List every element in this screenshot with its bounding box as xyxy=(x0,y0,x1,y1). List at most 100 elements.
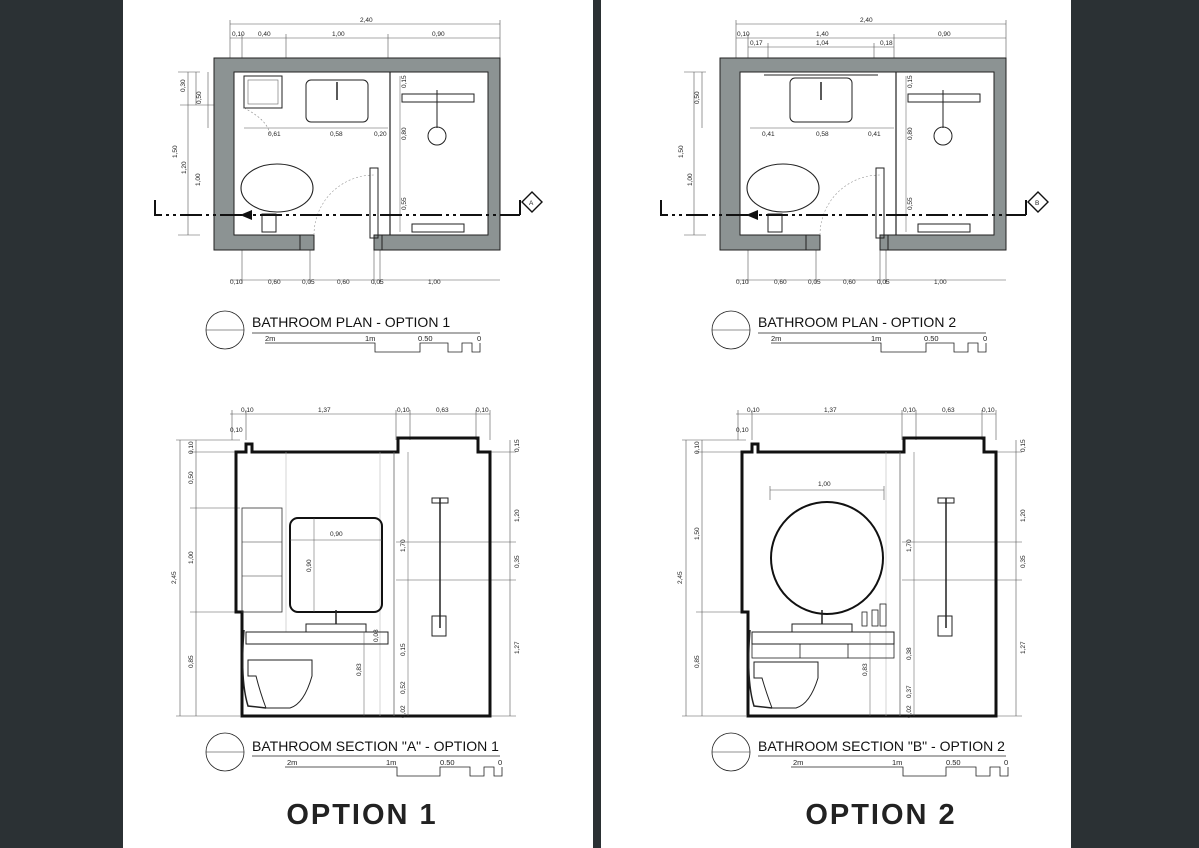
plan-dim-total: 2,40 xyxy=(860,17,873,24)
plan-dim-bottom: 0,60 xyxy=(268,279,281,286)
plan-dim-inner: 0,15 xyxy=(401,75,408,88)
section-dim-right: 0,15 xyxy=(1020,439,1027,452)
plan-dim-left: 1,50 xyxy=(172,145,179,158)
section-dim-left: 1,50 xyxy=(694,527,701,540)
section-title: BATHROOM SECTION "B" - OPTION 2 xyxy=(758,738,1005,754)
plan-dim-left: 0,50 xyxy=(196,91,203,104)
section-dim-left: 2,45 xyxy=(677,571,684,584)
section-dim-inner: 1,00 xyxy=(818,481,831,488)
section-dim-inner: 0,52 xyxy=(400,681,407,694)
plan-dim-bottom: 0,05 xyxy=(808,279,821,286)
scale-label: 1m xyxy=(892,758,902,767)
section-dim-top: 0,63 xyxy=(942,407,955,414)
plan-dim-inner: 0,15 xyxy=(907,75,914,88)
plan-drawing: 2,40 0,10 0,40 1,00 0,90 0,10 0,60 0,05 … xyxy=(154,17,543,286)
section-dim-inner: 0,02 xyxy=(400,705,407,718)
plan-dim-bottom: 0,60 xyxy=(774,279,787,286)
section-dim-top: 0,10 xyxy=(241,407,254,414)
plan-dim-left: 1,50 xyxy=(678,145,685,158)
scale-label: 0 xyxy=(498,758,502,767)
plan-dim-left: 1,00 xyxy=(195,173,202,186)
scale-label: 2m xyxy=(771,334,781,343)
section-dim-top: 0,10 xyxy=(747,407,760,414)
plan-dim-left: 1,20 xyxy=(181,161,188,174)
plan-dim-top: 1,40 xyxy=(816,31,829,38)
plan-dim-bottom: 0,05 xyxy=(877,279,890,286)
plan-dim-top: 0,10 xyxy=(232,31,245,38)
plan-dim-left: 0,30 xyxy=(180,79,187,92)
plan-dim-inner: 0,80 xyxy=(907,127,914,140)
section-dim-inner: 0,15 xyxy=(400,643,407,656)
scale-label: 0.50 xyxy=(924,334,939,343)
scale-label: 0 xyxy=(1004,758,1008,767)
section-dim-inner: 0,37 xyxy=(906,685,913,698)
section-title-block: BATHROOM SECTION "B" - OPTION 2 2m 1m 0.… xyxy=(711,732,1009,777)
section-dim-left: 0,10 xyxy=(230,427,243,434)
option-label: OPTION 2 xyxy=(805,799,956,831)
section-dim-inner: 1,70 xyxy=(906,539,913,552)
section-dim-inner: 0,90 xyxy=(306,559,313,572)
scale-label: 2m xyxy=(793,758,803,767)
plan-dim-left: 1,00 xyxy=(687,173,694,186)
plan-title: BATHROOM PLAN - OPTION 2 xyxy=(758,314,956,330)
plan-drawing: 2,40 0,10 1,40 0,90 0,17 1,04 0,18 0,10 … xyxy=(660,17,1049,286)
section-dim-right: 1,27 xyxy=(1020,641,1027,654)
plan-dim-top: 1,04 xyxy=(816,40,829,47)
plan-dim-top: 0,90 xyxy=(938,31,951,38)
section-dim-right: 1,20 xyxy=(514,509,521,522)
scale-label: 0 xyxy=(477,334,481,343)
plan-dim-bottom: 1,00 xyxy=(428,279,441,286)
plan-dim-inner: 0,61 xyxy=(268,131,281,138)
plan-dim-bottom: 0,10 xyxy=(736,279,749,286)
section-marker-icon xyxy=(1027,191,1049,213)
section-dim-left: 0,10 xyxy=(188,441,195,454)
plan-dim-total: 2,40 xyxy=(360,17,373,24)
section-dim-left: 0,85 xyxy=(188,655,195,668)
scale-label: 0.50 xyxy=(418,334,433,343)
section-dim-right: 0,35 xyxy=(1020,555,1027,568)
section-dim-right: 0,35 xyxy=(514,555,521,568)
section-dim-left: 0,85 xyxy=(694,655,701,668)
scale-label: 1m xyxy=(365,334,375,343)
section-drawing: 0,10 1,37 0,10 0,63 0,10 0,10 0,10 1,50 … xyxy=(677,407,1027,718)
section-marker-label: A xyxy=(529,200,534,207)
section-dim-left: 1,00 xyxy=(188,551,195,564)
option-1-group: 2,40 0,10 0,40 1,00 0,90 0,10 0,60 0,05 … xyxy=(154,17,543,831)
plan-dim-inner: 0,20 xyxy=(374,131,387,138)
plan-dim-inner: 0,41 xyxy=(868,131,881,138)
option-2-group: 2,40 0,10 1,40 0,90 0,17 1,04 0,18 0,10 … xyxy=(660,17,1049,831)
plan-dim-inner: 0,80 xyxy=(401,127,408,140)
plan-dim-top: 1,00 xyxy=(332,31,345,38)
scale-label: 0.50 xyxy=(440,758,455,767)
section-dim-left: 0,50 xyxy=(188,471,195,484)
section-dim-top: 1,37 xyxy=(824,407,837,414)
plan-dim-top: 0,18 xyxy=(880,40,893,47)
plan-dim-inner: 0,55 xyxy=(907,197,914,210)
section-dim-inner: 0,08 xyxy=(373,629,380,642)
section-dim-inner: 0,90 xyxy=(330,531,343,538)
option-label: OPTION 1 xyxy=(286,799,437,831)
plan-title-block: BATHROOM PLAN - OPTION 2 2m 1m 0.50 0 xyxy=(711,310,987,353)
plan-dim-inner: 0,58 xyxy=(816,131,829,138)
section-title: BATHROOM SECTION "A" - OPTION 1 xyxy=(252,738,499,754)
scale-label: 1m xyxy=(386,758,396,767)
plan-dim-inner: 0,41 xyxy=(762,131,775,138)
section-dim-top: 0,63 xyxy=(436,407,449,414)
plan-dim-bottom: 0,60 xyxy=(843,279,856,286)
section-dim-left: 0,10 xyxy=(694,441,701,454)
section-dim-left: 0,10 xyxy=(736,427,749,434)
section-title-block: BATHROOM SECTION "A" - OPTION 1 2m 1m 0.… xyxy=(205,732,503,777)
section-dim-top: 0,10 xyxy=(397,407,410,414)
sheet-option-1 xyxy=(123,0,593,848)
section-marker-label: B xyxy=(1035,200,1039,207)
plan-dim-top: 0,90 xyxy=(432,31,445,38)
scale-label: 0 xyxy=(983,334,987,343)
plan-dim-top: 0,17 xyxy=(750,40,763,47)
section-dim-inner: 0,38 xyxy=(906,647,913,660)
sheet-option-2 xyxy=(601,0,1071,848)
section-dim-top: 0,10 xyxy=(476,407,489,414)
plan-dim-inner: 0,55 xyxy=(401,197,408,210)
section-dim-inner: 0,83 xyxy=(356,663,363,676)
section-dim-inner: 0,02 xyxy=(906,705,913,718)
